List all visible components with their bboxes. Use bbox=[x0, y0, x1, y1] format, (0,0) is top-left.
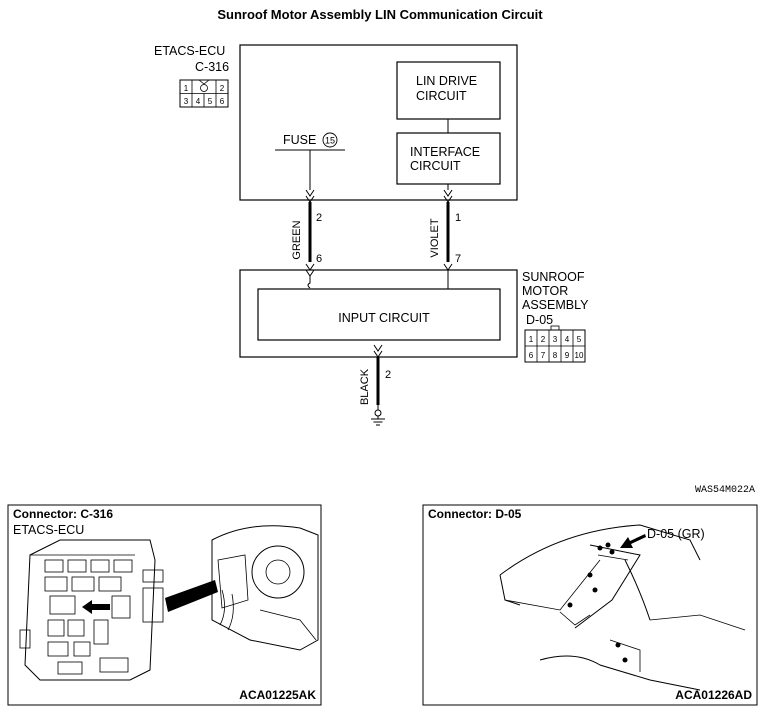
etacs-pin-2: 2 bbox=[220, 84, 225, 93]
sunroof-connector-id: D-05 bbox=[526, 313, 553, 327]
input-circuit-label: INPUT CIRCUIT bbox=[338, 311, 430, 325]
ground-wire-label: BLACK bbox=[359, 368, 371, 405]
etacs-pin-6: 6 bbox=[220, 97, 225, 106]
etacs-pin-5: 5 bbox=[208, 97, 213, 106]
sunroof-label-line2: MOTOR bbox=[522, 284, 568, 298]
connector-d05-photo-frame bbox=[422, 504, 758, 706]
interface-line2: CIRCUIT bbox=[410, 159, 461, 173]
etacs-connector-id: C-316 bbox=[195, 60, 229, 74]
fuse-number-circle bbox=[322, 132, 338, 148]
d05-pin-1: 1 bbox=[529, 335, 534, 344]
sunroof-label-line3: ASSEMBLY bbox=[522, 298, 589, 312]
d05-pin-2: 2 bbox=[541, 335, 546, 344]
etacs-connector-face-icon: 1 2 3 4 5 6 bbox=[179, 79, 229, 108]
diagram-title: Sunroof Motor Assembly LIN Communication… bbox=[217, 7, 543, 22]
etacs-ecu-unit-illustration bbox=[19, 539, 164, 681]
etacs-ecu-label: ETACS-ECU bbox=[154, 44, 225, 58]
etacs-pin-3: 3 bbox=[184, 97, 189, 106]
lin-drive-line2: CIRCUIT bbox=[416, 89, 467, 103]
ground-pin: 2 bbox=[385, 369, 391, 381]
c316-zoom-pointer bbox=[165, 580, 218, 612]
sunroof-roof-illustration bbox=[499, 524, 746, 691]
violet-wire bbox=[443, 184, 453, 289]
fuse-number: 15 bbox=[325, 136, 335, 146]
d05-photo-title: Connector: D-05 bbox=[428, 507, 522, 521]
ground-wire bbox=[373, 344, 383, 419]
lin-drive-line1: LIN DRIVE bbox=[416, 74, 477, 88]
green-motor-pin: 6 bbox=[316, 253, 322, 265]
c316-arrow-icon bbox=[82, 600, 110, 614]
fuse-label: FUSE bbox=[283, 133, 316, 147]
etacs-pin-1: 1 bbox=[184, 84, 189, 93]
connector-c316-photo-frame bbox=[7, 504, 322, 706]
green-wire bbox=[305, 150, 315, 289]
input-circuit-box bbox=[257, 288, 501, 341]
d05-photo-code: ACA01226AD bbox=[675, 688, 752, 702]
etacs-ecu-box bbox=[239, 44, 518, 201]
violet-ecu-pin: 1 bbox=[455, 212, 461, 224]
c316-photo-subtitle: ETACS-ECU bbox=[13, 523, 84, 537]
violet-motor-pin: 7 bbox=[455, 253, 461, 265]
d05-pin-10: 10 bbox=[575, 351, 584, 360]
sunroof-connector-face-icon: 1 2 3 4 5 6 7 8 9 10 bbox=[524, 325, 586, 363]
d05-pin-9: 9 bbox=[565, 351, 570, 360]
d05-pin-7: 7 bbox=[541, 351, 546, 360]
d05-pin-4: 4 bbox=[565, 335, 570, 344]
d05-pin-5: 5 bbox=[577, 335, 582, 344]
green-ecu-pin: 2 bbox=[316, 212, 322, 224]
d05-pin-6: 6 bbox=[529, 351, 534, 360]
green-wire-label: GREEN bbox=[291, 220, 303, 259]
diagram-code: WAS54M022A bbox=[695, 485, 755, 496]
d05-callout-label: D-05 (GR) bbox=[647, 527, 705, 541]
interface-line1: INTERFACE bbox=[410, 145, 480, 159]
d05-pin-8: 8 bbox=[553, 351, 558, 360]
d05-pin-3: 3 bbox=[553, 335, 558, 344]
c316-photo-title: Connector: C-316 bbox=[13, 507, 113, 521]
etacs-pin-4: 4 bbox=[196, 97, 201, 106]
d05-arrow-icon bbox=[620, 534, 646, 548]
violet-wire-label: VIOLET bbox=[429, 218, 441, 257]
c316-photo-code: ACA01225AK bbox=[239, 688, 316, 702]
dashboard-illustration bbox=[211, 525, 319, 651]
sunroof-label-line1: SUNROOF bbox=[522, 270, 585, 284]
ground-symbol-icon bbox=[371, 418, 385, 426]
